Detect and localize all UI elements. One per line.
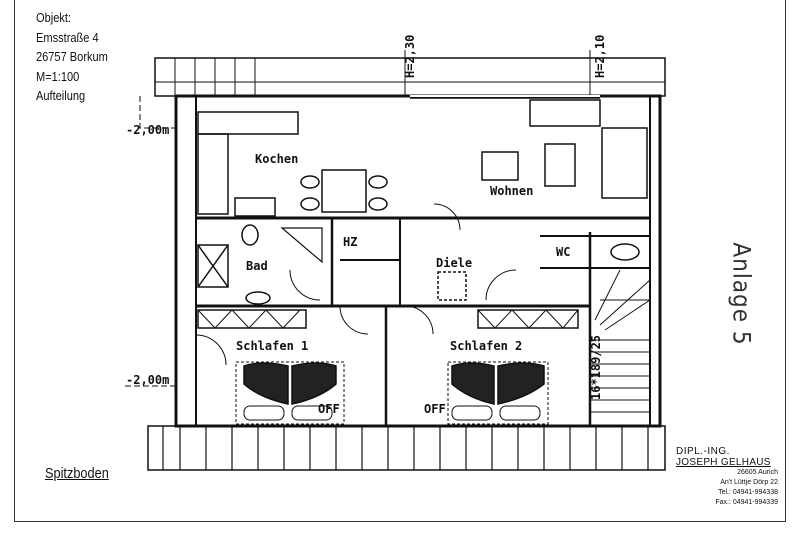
sideboard [529, 99, 601, 127]
level-bottom: -2,00m [126, 373, 169, 387]
wc-toilet [610, 243, 640, 261]
room-hz: HZ [343, 235, 357, 249]
room-schlafen-2: Schlafen 2 [450, 339, 522, 353]
room-diele: Diele [436, 256, 472, 270]
wardrobe-2 [477, 309, 579, 329]
oven-2: OFF [424, 402, 446, 416]
armchair [481, 151, 519, 181]
stamp-fax: Fax.: 04941-994339 [715, 499, 778, 506]
stair-label: 16*189/25 [589, 335, 603, 400]
annex-label: Anlage 5 [727, 242, 756, 346]
staircase [590, 269, 651, 413]
attic-hatch [437, 271, 467, 301]
sofa [601, 127, 648, 199]
street: Emsstraße 4 [36, 29, 99, 45]
kitchen-counter [197, 111, 299, 135]
room-kochen: Kochen [255, 152, 298, 166]
bathtub [280, 227, 323, 264]
room-wc: WC [556, 245, 570, 259]
dining-table [321, 169, 367, 213]
stove [234, 197, 276, 217]
stamp-address: An't Lüttje Dörp 22 [720, 479, 778, 486]
floor-label: Spitzboden [45, 465, 109, 482]
coffee-table [544, 143, 576, 187]
room-wohnen: Wohnen [490, 184, 533, 198]
room-schlafen-1: Schlafen 1 [236, 339, 308, 353]
city: 26757 Borkum [36, 49, 108, 64]
object-label: Objekt: [36, 10, 72, 25]
wardrobe-1 [197, 309, 307, 329]
toilet [241, 224, 259, 246]
bed-2 [447, 361, 549, 425]
kitchen-counter-side [197, 133, 229, 215]
stamp-tel: Tel.: 04941-994338 [718, 489, 778, 496]
architect-stamp: DIPL.-ING. JOSEPH GELHAUS 26605 Aurich A… [676, 446, 782, 508]
project-info: Objekt: Emsstraße 4 26757 Borkum M=1:100… [36, 8, 108, 106]
scale: M=1:100 [36, 68, 80, 84]
roof-strip-bottom [147, 425, 666, 471]
page-frame [14, 0, 786, 522]
stamp-name: JOSEPH GELHAUS [676, 457, 771, 468]
roof-rafters-bottom [162, 426, 649, 470]
roof-rafters-top [155, 50, 665, 96]
level-top: -2,00m [126, 123, 169, 137]
height-left: H=2,30 [403, 35, 417, 78]
room-bad: Bad [246, 259, 268, 273]
stamp-title: DIPL.-ING. [676, 446, 730, 457]
height-right: H=2,10 [593, 35, 607, 78]
washbasin [245, 291, 271, 305]
stamp-city: 26605 Aurich [737, 469, 778, 476]
shower [197, 244, 229, 288]
bed-1 [235, 361, 345, 425]
oven-1: OFF [318, 402, 340, 416]
subtitle: Aufteilung [36, 88, 86, 103]
